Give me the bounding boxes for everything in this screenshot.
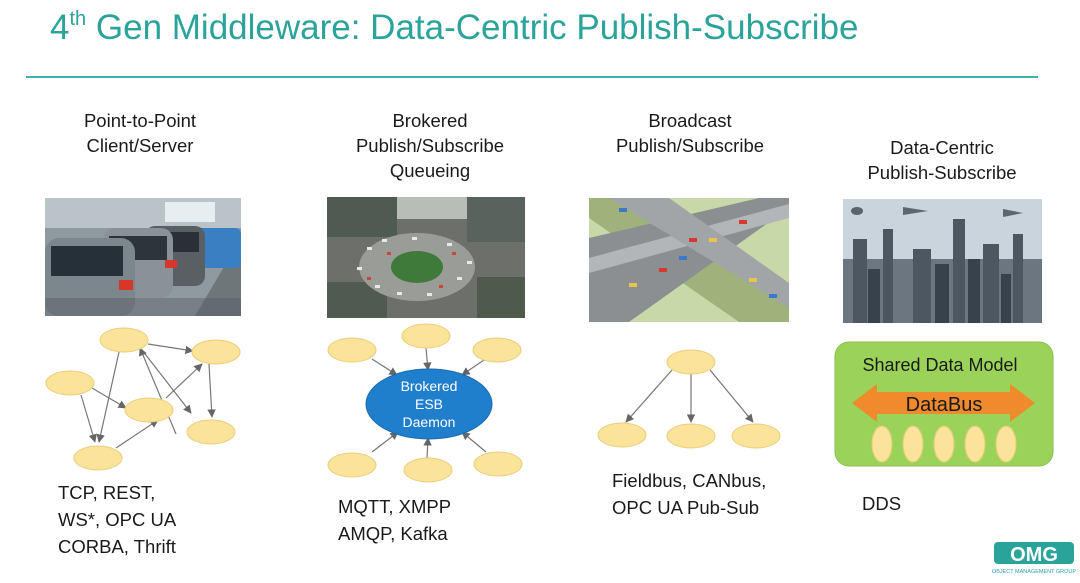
participant-node — [964, 425, 986, 463]
title-superscript: th — [69, 8, 87, 30]
column-1-protocols: TCP, REST, WS*, OPC UA CORBA, Thrift — [58, 479, 176, 560]
column-4-title-line: Data-Centric — [890, 137, 994, 158]
client-node — [99, 327, 149, 353]
publisher-node — [401, 323, 451, 349]
column-4-title-line: Publish-Subscribe — [867, 162, 1017, 183]
point-to-point-diagram — [80, 343, 216, 449]
edge-arrow — [91, 387, 127, 409]
client-node — [45, 370, 95, 396]
protocol-line: WS*, OPC UA — [58, 509, 177, 530]
column-3-protocols: Fieldbus, CANbus, OPC UA Pub-Sub — [612, 467, 766, 521]
participant-node — [933, 425, 955, 463]
protocol-line: TCP, REST, — [58, 482, 156, 503]
traffic-lane-photo — [45, 198, 241, 316]
logo-text: OMG — [1010, 544, 1058, 566]
receiver-node — [666, 423, 716, 449]
protocol-line: DDS — [862, 493, 902, 514]
edge-arrow — [371, 431, 399, 453]
edge-arrow — [207, 363, 216, 418]
protocol-line: MQTT, XMPP — [338, 496, 452, 517]
edge-arrow — [423, 347, 432, 371]
participant-node — [871, 425, 893, 463]
edge-arrow — [115, 419, 159, 449]
protocol-line: OPC UA Pub-Sub — [612, 497, 760, 518]
futuristic-city-photo — [843, 199, 1042, 323]
participant-node — [902, 425, 924, 463]
highway-overpass-photo — [589, 198, 789, 322]
column-1-title-line: Point-to-Point — [83, 110, 197, 131]
edge-arrow — [165, 363, 203, 399]
publisher-node — [327, 337, 377, 363]
client-node — [191, 339, 241, 365]
broker-label-line: Daemon — [403, 414, 456, 430]
broker-label-line: Brokered — [401, 378, 458, 394]
receiver-node — [597, 422, 647, 448]
edge-arrow — [147, 343, 194, 354]
edge-arrow — [96, 351, 120, 443]
column-4-title: Data-Centric Publish-Subscribe — [842, 135, 1042, 185]
edge-arrow — [139, 347, 177, 435]
title-prefix: 4 — [50, 8, 70, 47]
publisher-node — [472, 337, 522, 363]
broadcaster-node — [666, 349, 716, 375]
databus-label: DataBus — [906, 394, 983, 416]
title-rest: Gen Middleware: Data-Centric Publish-Sub… — [86, 8, 859, 47]
client-node — [73, 445, 123, 471]
edge-arrow — [709, 369, 754, 423]
column-3-title: Broadcast Publish/Subscribe — [590, 108, 790, 158]
participant-node — [995, 425, 1017, 463]
edge-arrow — [423, 437, 432, 459]
column-1-title: Point-to-Point Client/Server — [50, 108, 230, 158]
edge-arrow — [371, 358, 398, 376]
column-2-title-line: Brokered — [392, 110, 468, 131]
edge-arrow — [461, 431, 487, 453]
receiver-node — [731, 423, 781, 449]
column-2-protocols: MQTT, XMPP AMQP, Kafka — [338, 493, 451, 547]
client-node — [124, 397, 174, 423]
edge-arrow — [461, 359, 485, 376]
column-3-title-line: Broadcast — [648, 110, 732, 131]
column-2-title-line: Queueing — [389, 160, 471, 181]
column-2-title: Brokered Publish/Subscribe Queueing — [330, 108, 530, 183]
column-3-title-line: Publish/Subscribe — [615, 135, 765, 156]
protocol-line: CORBA, Thrift — [58, 536, 176, 557]
broadcast-diagram — [625, 369, 754, 423]
protocol-line: AMQP, Kafka — [338, 523, 448, 544]
column-2-title-line: Publish/Subscribe — [355, 135, 505, 156]
client-node — [186, 419, 236, 445]
slide-title: 4th Gen Middleware: Data-Centric Publish… — [50, 8, 858, 48]
databus-arrow — [852, 384, 1035, 422]
brokered-diagram — [371, 347, 487, 459]
edge-arrow — [141, 349, 192, 414]
subscriber-node — [473, 451, 523, 477]
shared-data-model-label: Shared Data Model — [862, 355, 1017, 375]
logo-subtext: OBJECT MANAGEMENT GROUP — [992, 569, 1076, 575]
edge-arrow — [625, 369, 673, 423]
omg-logo: OMG OBJECT MANAGEMENT GROUP — [990, 536, 1080, 578]
roundabout-photo — [327, 197, 525, 318]
subscriber-node — [403, 457, 453, 483]
subscriber-node — [327, 452, 377, 478]
title-divider — [26, 76, 1038, 78]
protocol-line: Fieldbus, CANbus, — [612, 470, 767, 491]
edge-arrow — [80, 394, 97, 443]
column-1-title-line: Client/Server — [86, 135, 194, 156]
broker-esb-ellipse — [365, 368, 493, 440]
column-4-protocols: DDS — [862, 490, 901, 517]
broker-label-line: ESB — [415, 396, 443, 412]
